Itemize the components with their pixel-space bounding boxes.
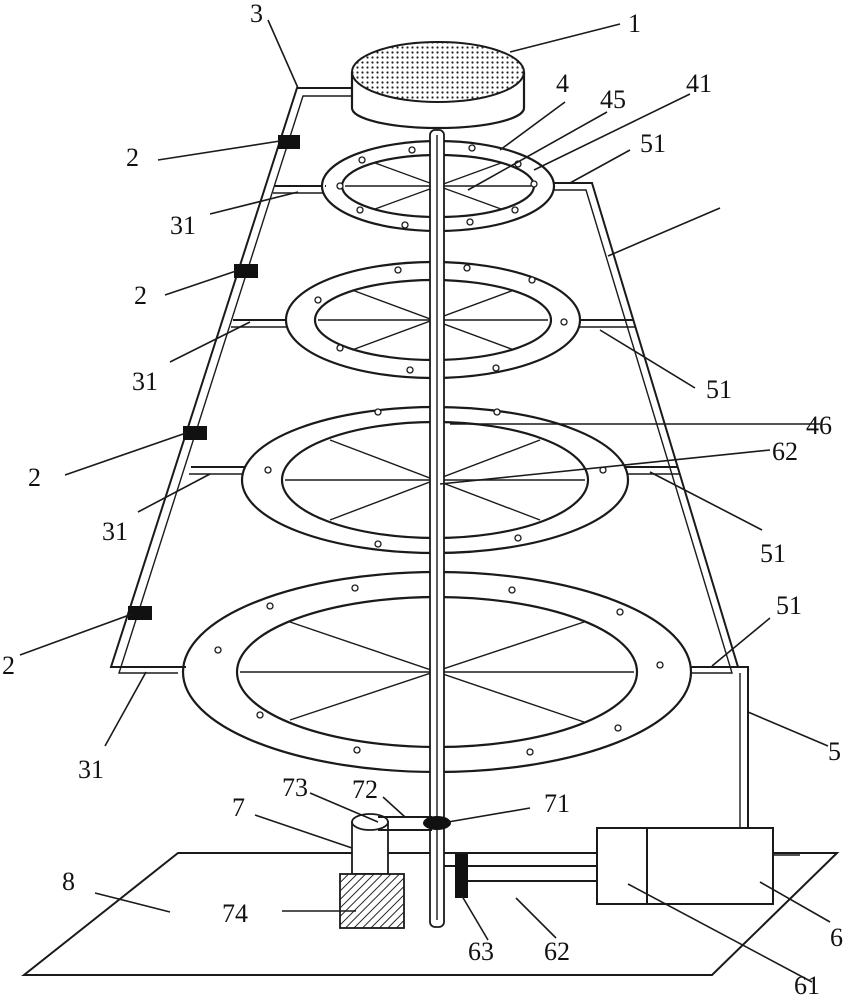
label-73: 73 — [282, 773, 308, 802]
valve-2-4 — [128, 606, 152, 620]
label-46: 46 — [806, 411, 832, 440]
label-2-1: 2 — [126, 143, 139, 172]
label-8: 8 — [62, 867, 75, 896]
label-51-3: 51 — [760, 539, 786, 568]
top-filter-disc — [350, 41, 526, 130]
label-62-bottom: 62 — [544, 937, 570, 966]
label-31-4: 31 — [78, 755, 104, 784]
label-31-3: 31 — [102, 517, 128, 546]
right-return-pipe — [553, 182, 740, 668]
label-2-3: 2 — [28, 463, 41, 492]
label-63: 63 — [468, 937, 494, 966]
label-41: 41 — [686, 69, 712, 98]
label-1: 1 — [628, 9, 641, 38]
valve-2-2 — [234, 264, 258, 278]
label-6: 6 — [830, 923, 843, 952]
label-5: 5 — [828, 737, 841, 766]
left-supply-pipe — [109, 87, 352, 668]
label-51-top: 51 — [640, 129, 666, 158]
label-3: 3 — [250, 0, 263, 28]
label-4: 4 — [556, 69, 569, 98]
label-51-2: 51 — [706, 375, 732, 404]
block-74 — [339, 873, 405, 929]
valve-63 — [455, 854, 468, 898]
right-return-pipe-inner — [553, 189, 733, 674]
label-31-1: 31 — [170, 211, 196, 240]
label-61: 61 — [794, 971, 820, 1000]
label-45: 45 — [600, 85, 626, 114]
label-62-top: 62 — [772, 437, 798, 466]
label-74: 74 — [222, 899, 248, 928]
label-72: 72 — [352, 775, 378, 804]
label-31-2: 31 — [132, 367, 158, 396]
label-2-4: 2 — [2, 651, 15, 680]
label-2-2: 2 — [134, 281, 147, 310]
label-51-4: 51 — [776, 591, 802, 620]
left-supply-pipe-inner — [118, 95, 352, 674]
right-down-pipe — [738, 666, 749, 828]
label-71: 71 — [544, 789, 570, 818]
label-7: 7 — [232, 793, 245, 822]
pump-6 — [596, 827, 800, 905]
valve-2-1 — [278, 135, 300, 149]
valve-2-3 — [183, 426, 207, 440]
